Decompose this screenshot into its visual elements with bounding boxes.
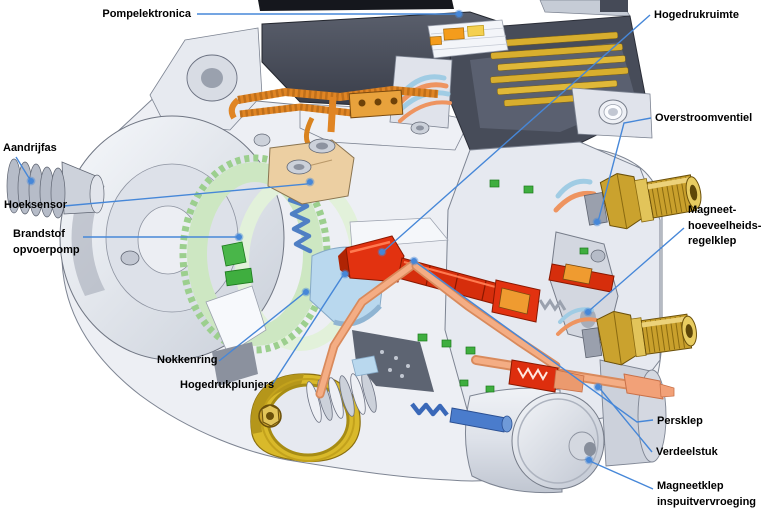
label-magneetklep-inspuitvervroeging: Magneetklep inspuitvervroeging [657, 479, 756, 509]
angle-sensor [267, 116, 355, 205]
leader-line-hoeksensor [63, 181, 311, 207]
chip-orange [443, 27, 465, 41]
roller-cavity [352, 330, 434, 392]
label-line: Nokkenring [157, 354, 218, 366]
label-line: Verdeelstuk [656, 446, 718, 458]
chip-orange-small [429, 35, 442, 46]
leader-dot-magneetklep-inspuitvervroeging [586, 457, 592, 463]
leader-line-magneet-hoeveelheids-regelklep [587, 227, 685, 313]
ribbon-cables [228, 85, 439, 133]
label-line: regelklep [688, 235, 737, 247]
label-line: Brandstof [13, 228, 65, 240]
green-fittings [417, 179, 589, 393]
leader-dot-overstroomventiel [594, 219, 600, 225]
leader-dot-magneet-hoeveelheids-regelklep [585, 309, 591, 315]
leader-line-verdeelstuk [597, 386, 653, 453]
plunger-springs [306, 355, 379, 423]
label-line: Hogedrukruimte [654, 9, 739, 21]
drive-shaft [6, 158, 105, 219]
label-line: Aandrijfas [3, 142, 57, 154]
leader-dot-hogedrukplunjers [342, 271, 348, 277]
leader-line-magneetklep-inspuitvervroeging [588, 459, 654, 490]
chip-yellow [467, 24, 485, 37]
leader-dot-brandstof-opvoerpomp [236, 234, 242, 240]
label-brandstof-opvoerpomp: Brandstof opvoerpomp [13, 227, 80, 258]
label-hogedrukplunjers: Hogedrukplunjers [180, 378, 274, 394]
circuit-plate [427, 19, 509, 59]
label-pompelektronica: Pompelektronica [102, 7, 191, 23]
label-line: opvoerpomp [13, 243, 80, 256]
leader-dot-hogedrukruimte [379, 249, 385, 255]
overflow-valve-port [571, 87, 653, 139]
fuel-lines [315, 259, 675, 400]
leader-dot-persklep [411, 258, 417, 264]
leader-line-hogedrukruimte [381, 14, 651, 253]
label-line: Overstroomventiel [655, 112, 753, 124]
label-line: Magneetklep [657, 480, 724, 492]
housing-wedge [205, 285, 267, 355]
label-line: Pompelektronica [102, 8, 191, 20]
label-line: Hoeksensor [4, 199, 67, 211]
distributor-rotor [338, 217, 615, 323]
label-aandrijfas: Aandrijfas [3, 141, 57, 157]
leader-line-overstroomventiel [596, 117, 652, 223]
leader-dot-hoeksensor [307, 179, 313, 185]
timing-piston-pin [410, 402, 513, 433]
leader-dot-nokkenring [303, 289, 309, 295]
leader-dot-verdeelstuk [595, 384, 601, 390]
label-nokkenring: Nokkenring [157, 353, 218, 369]
coil-spring [287, 197, 313, 254]
leader-line-persklep [413, 260, 654, 423]
solenoid-valve-upper [553, 173, 702, 230]
leader-dot-pompelektronica [456, 11, 462, 17]
label-persklep: Persklep [657, 414, 703, 430]
label-line: Hogedrukplunjers [180, 379, 275, 391]
label-line: inspuitvervroeging [657, 495, 757, 508]
label-magneet-hoeveelheids-regelklep: Magneet-hoeveelheids-regelklep [688, 203, 761, 250]
housing-boss-bore [201, 68, 223, 88]
delivery-valve [508, 359, 585, 393]
label-hogedrukruimte: Hogedrukruimte [654, 8, 739, 24]
label-line: Persklep [657, 415, 703, 427]
label-line: hoeveelheids- [688, 219, 762, 232]
leader-dot-aandrijfas [28, 178, 34, 184]
label-line: Magneet- [688, 204, 737, 216]
label-overstroomventiel: Overstroomventiel [655, 111, 752, 127]
label-verdeelstuk: Verdeelstuk [656, 445, 718, 461]
housing-slot [212, 342, 258, 386]
timing-solenoid-cylinder [465, 387, 605, 494]
leader-line-nokkenring [218, 291, 307, 362]
label-hoeksensor: Hoeksensor [4, 198, 67, 214]
